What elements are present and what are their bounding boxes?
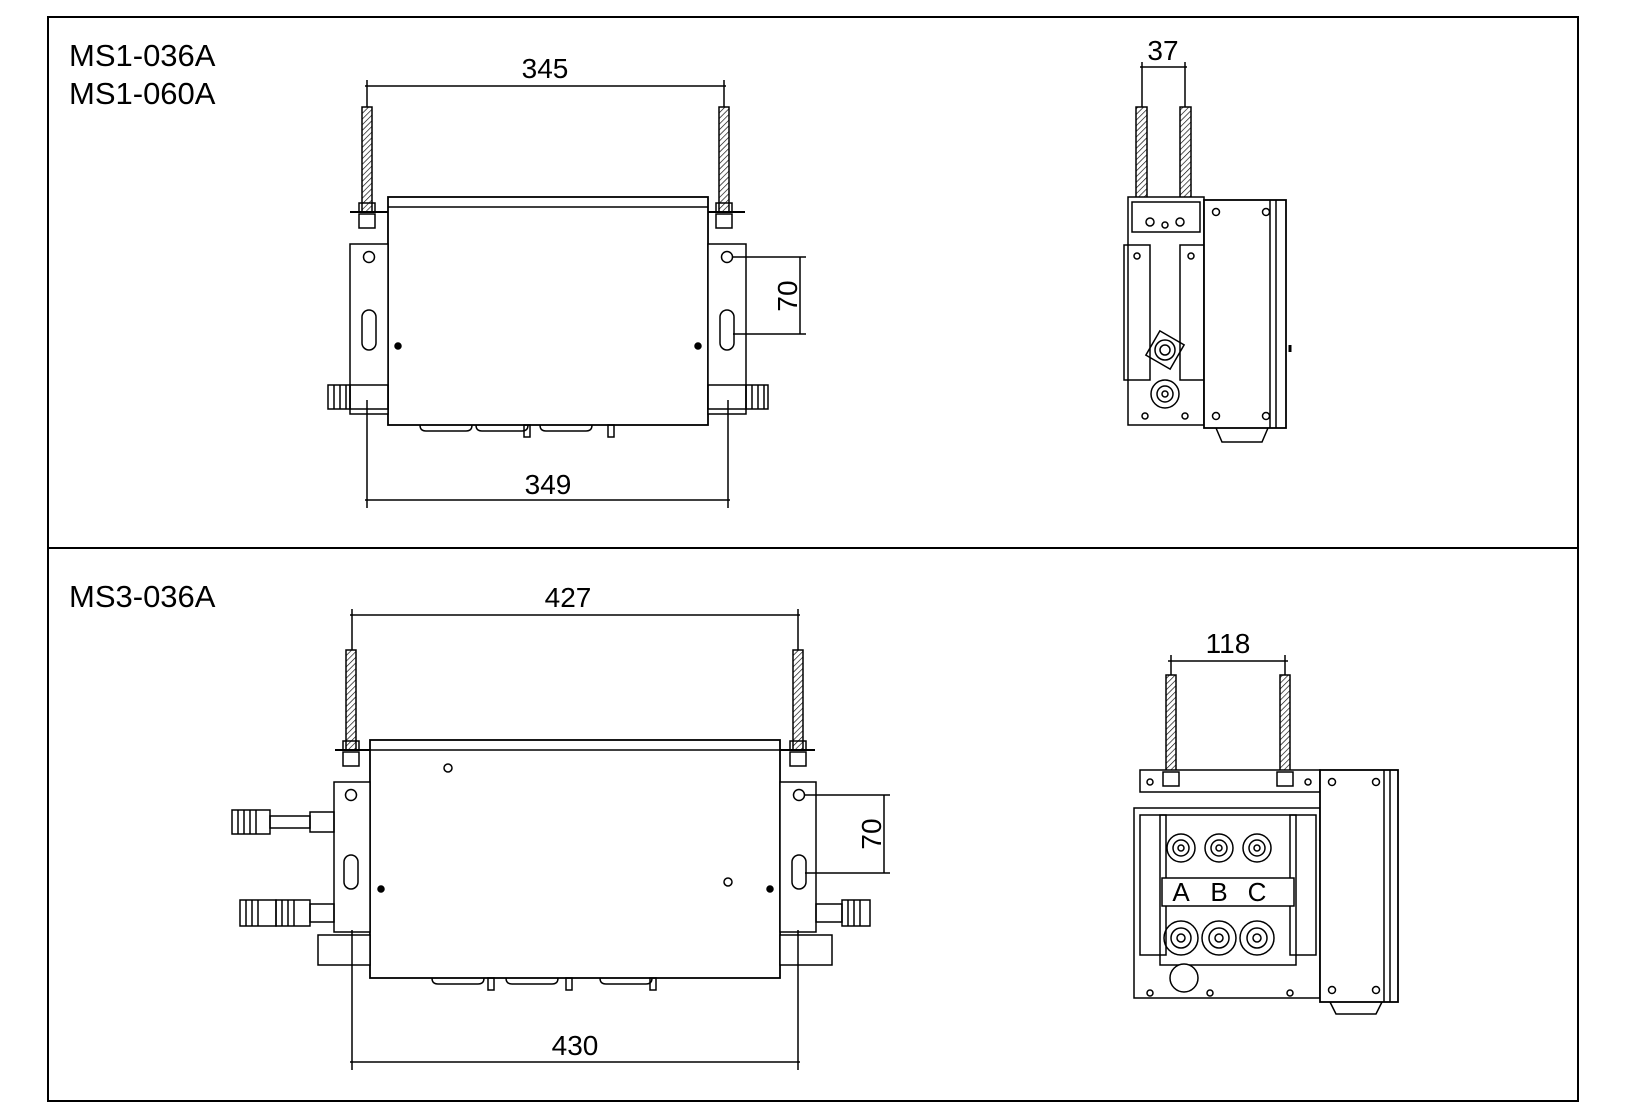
dimension-bottom-width-2: 430 bbox=[552, 1030, 599, 1061]
main-housing bbox=[387, 196, 709, 426]
threaded-rod-left-2 bbox=[345, 649, 357, 751]
side-view-1: 37 bbox=[1123, 35, 1292, 443]
port-label-c: C bbox=[1248, 877, 1267, 907]
sheet-frame bbox=[47, 16, 1579, 1102]
dimension-top-width-2: 427 bbox=[545, 582, 592, 613]
dimension-bottom-width: 349 bbox=[525, 469, 572, 500]
dimension-hole-spacing-2: 70 bbox=[856, 818, 887, 849]
side-rod-left-2 bbox=[1165, 674, 1177, 776]
front-view-2: 427 bbox=[231, 582, 890, 1070]
main-housing-2 bbox=[369, 739, 781, 979]
port-label-band bbox=[1161, 877, 1295, 907]
dimension-hole-spacing: 70 bbox=[772, 280, 803, 311]
threaded-rod-left bbox=[361, 106, 373, 213]
side-view-2: 118 A B C bbox=[1133, 628, 1399, 1015]
port-label-a: A bbox=[1172, 877, 1190, 907]
model-label-2: MS1-060A bbox=[69, 76, 216, 111]
model-label-1: MS1-036A bbox=[69, 38, 216, 73]
side-rod-right-2 bbox=[1279, 674, 1291, 776]
front-view-1: 345 bbox=[327, 53, 806, 508]
model-label-3: MS3-036A bbox=[69, 579, 216, 614]
panel-2: MS3-036A 427 bbox=[69, 579, 1399, 1070]
port-label-b: B bbox=[1210, 877, 1227, 907]
dimension-top-width: 345 bbox=[522, 53, 569, 84]
dimension-rod-spacing: 37 bbox=[1147, 35, 1178, 66]
threaded-rod-right-2 bbox=[792, 649, 804, 751]
dimension-rod-spacing-2: 118 bbox=[1206, 628, 1251, 659]
panel-1: MS1-036A MS1-060A 345 bbox=[69, 35, 1292, 508]
threaded-rod-right bbox=[718, 106, 730, 213]
